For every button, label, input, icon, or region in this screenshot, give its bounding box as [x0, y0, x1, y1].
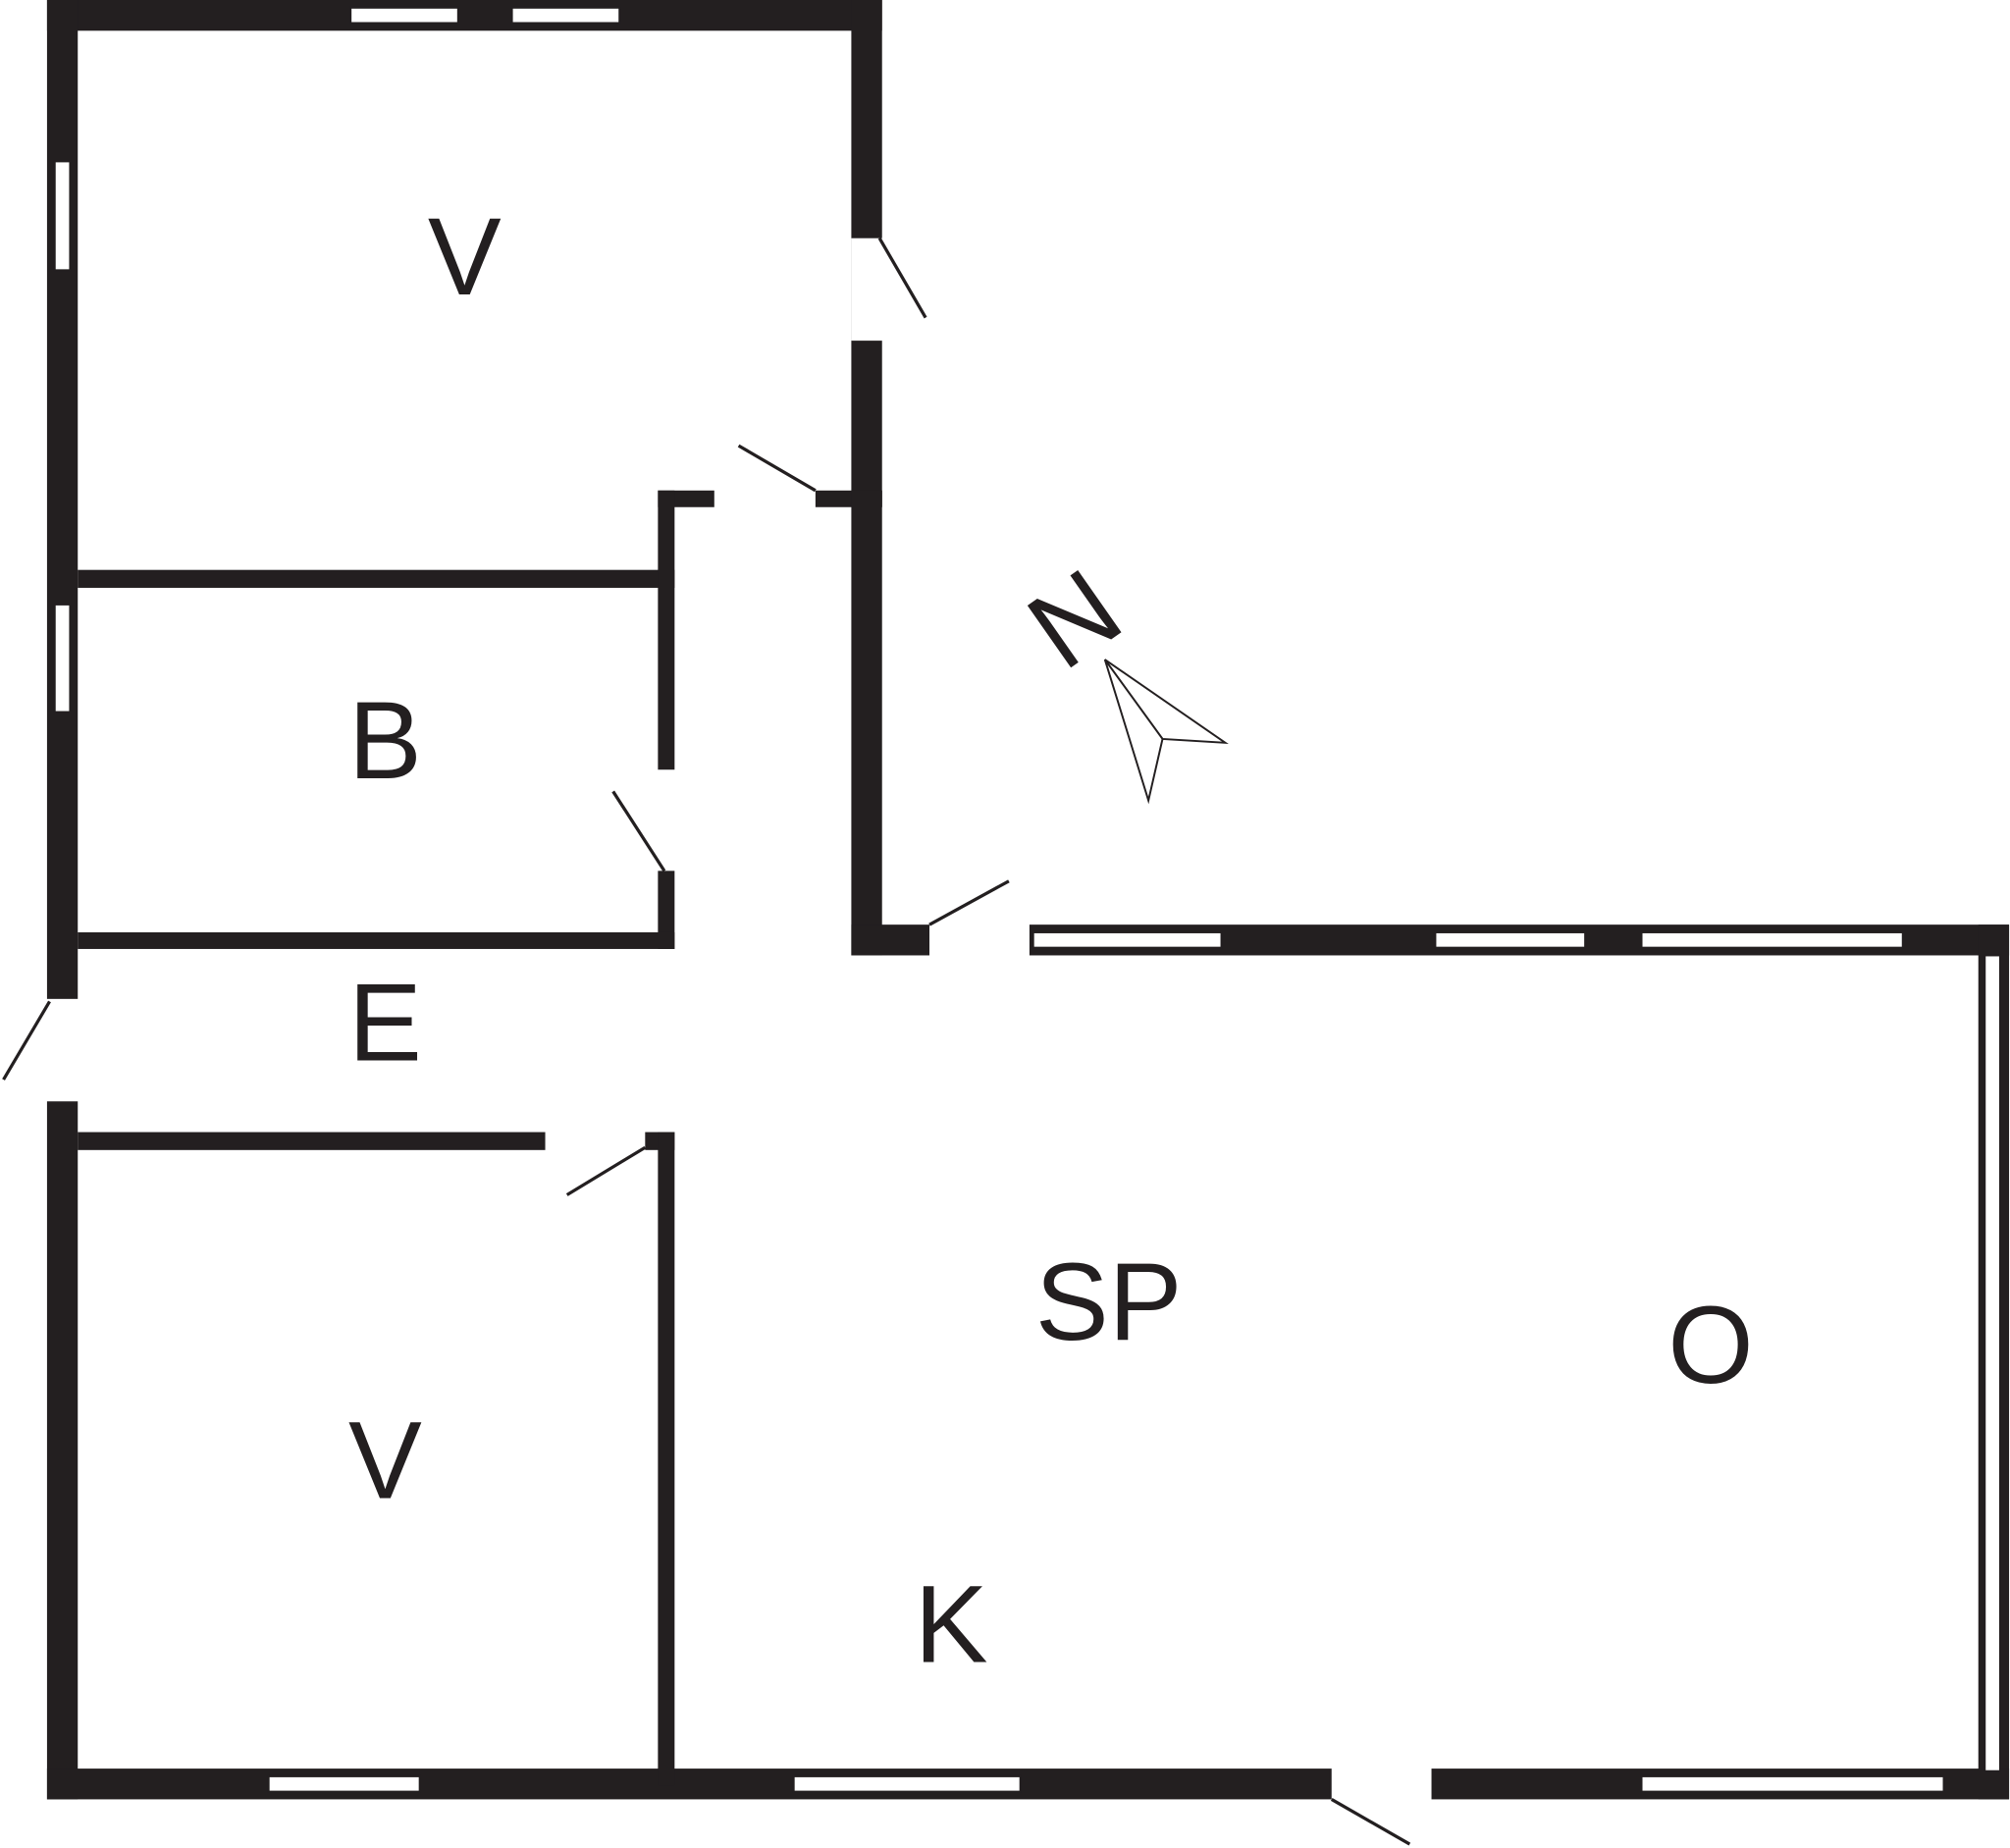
room-label-bedroom-top: V — [428, 194, 502, 318]
room-label-open-area: O — [1667, 1283, 1753, 1406]
wall-bedroom-bathroom — [78, 569, 675, 588]
door-openings — [45, 238, 1432, 1801]
north-arrow-icon-half — [1103, 659, 1164, 805]
wall-corridor-right — [851, 490, 882, 956]
wall-left — [46, 0, 79, 1800]
door-swing — [737, 444, 817, 493]
walls — [46, 0, 2010, 1800]
door-swing — [611, 790, 666, 872]
north-label: N — [1006, 545, 1142, 692]
windows — [53, 6, 2001, 1793]
room-label-living: SP — [1035, 1240, 1183, 1363]
wall-bathroom-bottom — [78, 931, 675, 949]
door-swing — [2, 1000, 51, 1081]
window — [510, 6, 621, 25]
wall-bedroom2-right — [658, 1132, 675, 1786]
window — [792, 1774, 1022, 1793]
compass: N — [1006, 545, 1229, 805]
window — [1434, 931, 1587, 949]
door-swing — [928, 879, 1010, 926]
window — [1031, 931, 1223, 949]
wall-corridor-stub — [851, 924, 930, 956]
door-swing — [877, 237, 927, 319]
room-label-entrance: E — [348, 960, 422, 1083]
door-swing — [1330, 1797, 1411, 1846]
door-swing — [565, 1145, 647, 1196]
room-label-kitchen: K — [915, 1562, 988, 1686]
door-gap — [851, 238, 884, 342]
room-label-bathroom: B — [348, 678, 422, 802]
room-label-bedroom-bottom: V — [348, 1399, 422, 1522]
room-labels: V B E V SP O K — [348, 194, 1754, 1686]
window — [349, 6, 459, 25]
wall-top — [46, 0, 882, 31]
door-gap — [545, 1131, 646, 1152]
window — [53, 603, 72, 713]
door-gap — [657, 769, 676, 871]
window — [1640, 1774, 1945, 1793]
wall-entrance-bottom — [78, 1132, 675, 1150]
door-gap — [1331, 1767, 1432, 1801]
door-swings — [2, 237, 1411, 1846]
wall-bathroom-right — [658, 490, 675, 949]
door-gap — [929, 923, 1030, 957]
window — [1984, 954, 2001, 1772]
door-gap — [45, 998, 79, 1102]
window — [53, 160, 72, 272]
door-gap — [714, 489, 816, 509]
window — [267, 1774, 421, 1793]
window — [1640, 931, 1904, 949]
